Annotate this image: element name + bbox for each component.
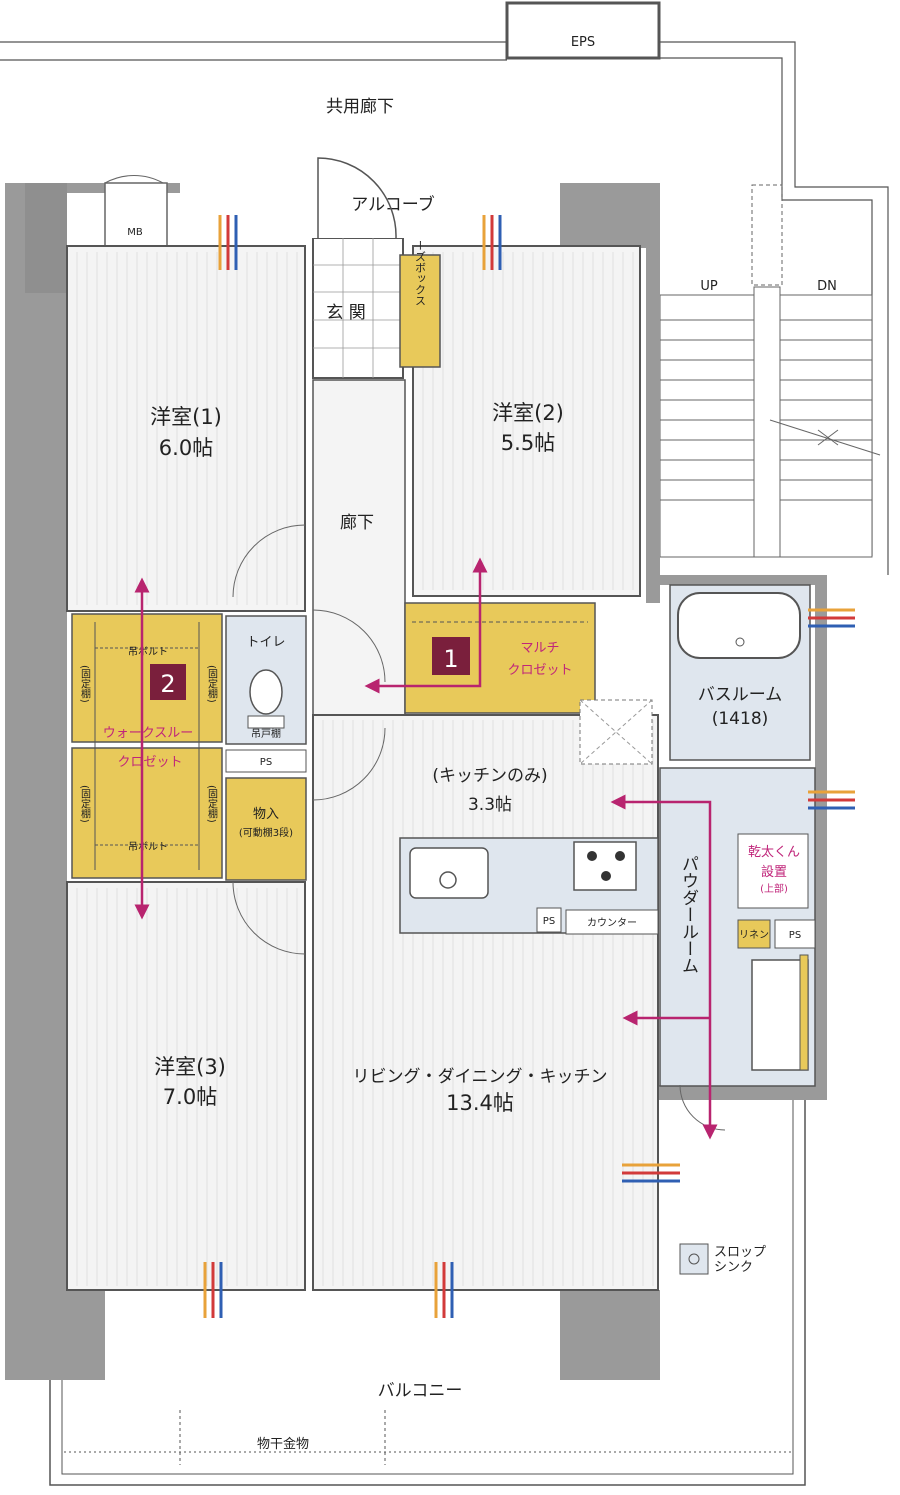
fixed-shelf-right-lower: (固定棚) [206,785,218,823]
storage-label: 物入 [253,807,279,822]
alcove [180,183,560,238]
toilet-bowl [249,669,283,715]
dryer-area [737,833,809,909]
slop-sink-drain-icon [688,1253,700,1265]
sink-drain-icon [439,871,457,889]
ps-label-powder: PS [789,930,801,941]
powder-room-label: パウダールーム [678,855,698,974]
pipe-markers [203,215,855,1318]
western2-size: 5.5帖 [501,431,555,455]
slop-sink-label: スロップシンク [714,1245,766,1275]
ps-label-kitchen: PS [543,916,555,927]
linen-box [737,919,771,949]
circulation-arrows [134,557,718,1140]
hanging-bolt-top: 吊ボルト [128,646,168,658]
shoebox [399,254,441,368]
exterior-walls [5,183,827,1380]
fixed-shelf-right-upper: (固定棚) [206,665,218,703]
up-label: UP [700,279,718,294]
western3-name: 洋室(3) [154,1055,226,1079]
kitchen-sink [409,847,489,899]
ps-box-powder [774,919,816,949]
entrance-floor [312,237,404,379]
bathtub [677,592,801,659]
dryer-line2: 設置 [761,864,787,880]
hanging-bolt-bottom: 吊ボルト [128,841,168,853]
toilet-tank [247,715,285,729]
staircase [659,184,881,558]
storage [225,777,307,881]
kitchen-only-name: (キッチンのみ) [432,766,547,786]
walkthrough-badge [150,664,186,700]
fixed-shelf-left-upper: (固定棚) [79,665,91,703]
multi-closet-line2: クロゼット [507,663,572,678]
dn-label: DN [817,279,837,294]
dryer-line3: (上部) [760,882,788,895]
floors [66,237,659,1291]
bathroom-size: (1418) [712,709,769,729]
front-door-swing [317,157,397,239]
walkthrough-badge-number: 2 [160,670,175,698]
toilet-shelf-label: 吊戸棚 [251,727,281,740]
walkthrough-line2: クロゼット [117,755,182,770]
ps-box-kitchen [536,907,562,933]
ps-label-toilet: PS [260,757,272,768]
mb-label: MB [127,227,143,238]
western2-name: 洋室(2) [492,401,564,425]
balcony [49,1100,806,1486]
ldk-name: リビング・ダイニング・キッチン [353,1067,608,1087]
washbasin-mirror [799,954,809,1071]
toilet-label: トイレ [246,635,285,650]
cooktop [573,841,637,891]
hallway-floor [312,379,406,721]
western1-size: 6.0帖 [159,436,213,460]
walkthrough-line1: ウォークスルー [103,726,194,741]
ldk-floor [312,714,659,1291]
slop-sink [679,1243,709,1275]
hallway-label: 廊下 [340,513,374,533]
eps-label: EPS [571,35,595,50]
fridge-space-cross-b [579,699,653,765]
counter-label: カウンター [587,917,637,929]
entrance-label: 玄 関 [326,303,365,323]
western3-size: 7.0帖 [163,1085,217,1109]
fridge-space-cross-a [579,699,653,765]
western1-name: 洋室(1) [150,405,222,429]
kitchen-only-size: 3.3帖 [468,795,512,815]
dryer-line1: 乾太くん [748,845,800,860]
entrance-tiles [313,238,403,378]
shoebox-label: シューズボックス [414,218,427,306]
ldk-size: 13.4帖 [446,1091,514,1115]
bathroom-name: バスルーム [698,685,783,705]
alcove-label: アルコーブ [351,194,434,215]
multi-closet-badge-number: 1 [443,645,458,673]
laundry-pole-label: 物干金物 [257,1436,309,1452]
common-corridor-label: 共用廊下 [326,97,394,117]
storage-note: (可動棚3段) [239,826,293,839]
balcony-label: バルコニー [378,1381,463,1401]
multi-closet-line1: マルチ [520,641,559,656]
fixed-shelf-left-lower: (固定棚) [79,785,91,823]
tub-drain-icon [735,637,745,647]
western2-floor [412,245,641,597]
linen-label: リネン [739,929,769,941]
mb-door-swing [104,175,164,184]
ps-box-toilet [225,749,307,773]
washbasin [751,959,809,1071]
common-corridor-outline [0,1,889,575]
